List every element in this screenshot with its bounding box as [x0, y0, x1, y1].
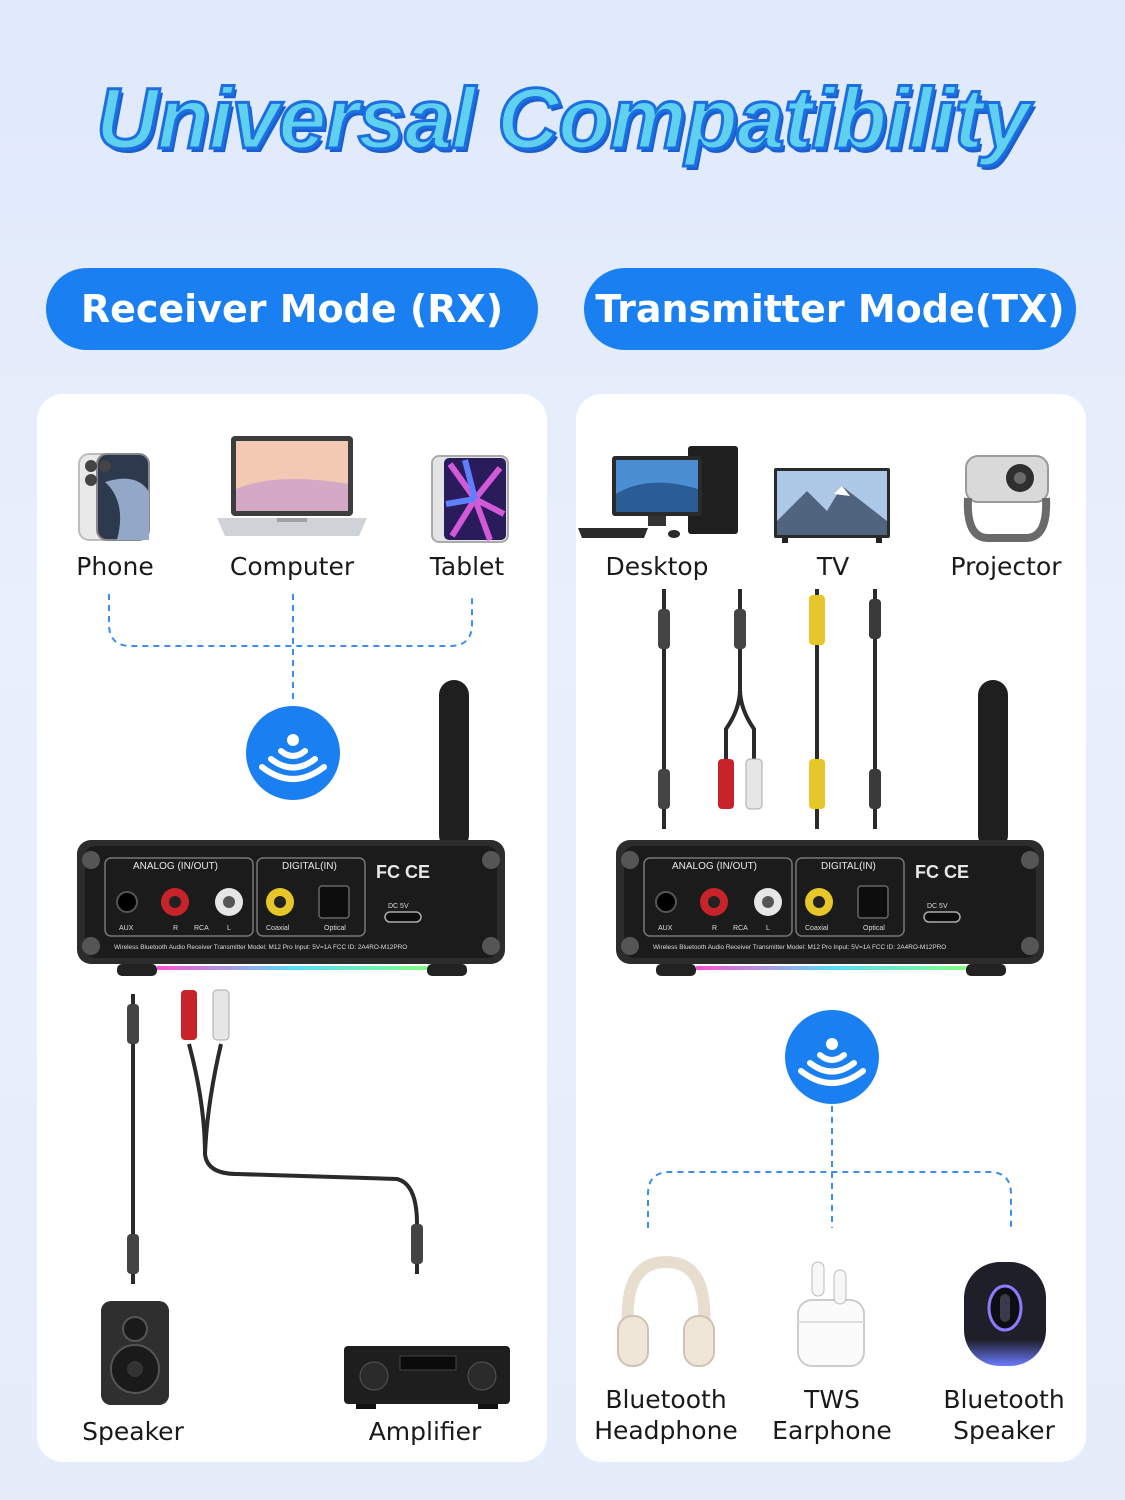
device-digital-label: DIGITAL(IN) [821, 861, 876, 872]
receiver-mode-badge: Receiver Mode (RX) [46, 268, 538, 350]
output-label-speaker: Speaker [82, 1417, 184, 1446]
tablet-image [431, 455, 509, 543]
amplifier-image [344, 1346, 510, 1409]
headphone-image [617, 1255, 715, 1367]
device-cert-mark: FC CE [376, 862, 430, 882]
source-connector-lines [108, 594, 473, 704]
output-label-headphone-line1: Bluetooth [605, 1385, 727, 1414]
output-label-headphone-line2: Headphone [594, 1416, 738, 1445]
bluetooth-wave-icon [785, 1010, 879, 1104]
desktop-image [578, 446, 738, 538]
input-cables [658, 589, 881, 829]
source-label-computer: Computer [229, 552, 355, 581]
page-title: Universal Compatibility [95, 70, 1032, 169]
output-label-tws-line2: Earphone [772, 1416, 892, 1445]
device-r-label: R [173, 925, 179, 932]
device-l-label: L [227, 925, 231, 932]
source-label-tablet: Tablet [429, 552, 505, 581]
bluetooth-device-image [616, 680, 1044, 976]
source-label-phone: Phone [76, 552, 154, 581]
device-dc-label: DC 5V [388, 903, 409, 910]
output-label-tws-line1: TWS [804, 1385, 860, 1414]
device-optical-label: Optical [324, 925, 346, 932]
device-aux-label: AUX [658, 925, 673, 932]
device-coaxial-label: Coaxial [266, 925, 290, 932]
transmitter-mode-badge: Transmitter Mode(TX) [584, 268, 1076, 350]
device-r-label: R [712, 925, 718, 932]
device-aux-label: AUX [119, 925, 134, 932]
device-rca-label: RCA [733, 925, 748, 932]
output-label-bt-speaker-line1: Bluetooth [943, 1385, 1065, 1414]
source-label-desktop: Desktop [605, 552, 709, 581]
bluetooth-speaker-image [964, 1262, 1046, 1366]
device-dc-label: DC 5V [927, 903, 948, 910]
device-footer-text: Wireless Bluetooth Audio Receiver Transm… [114, 944, 408, 951]
source-label-projector: Projector [950, 552, 1062, 581]
output-cables [127, 989, 423, 1284]
device-cert-mark: FC CE [915, 862, 969, 882]
device-footer-text: Wireless Bluetooth Audio Receiver Transm… [653, 944, 947, 951]
source-label-tv: TV [816, 552, 850, 581]
computer-image [217, 436, 367, 536]
device-l-label: L [766, 925, 770, 932]
receiver-mode-panel: Phone Computer Tablet [37, 394, 547, 1462]
output-connector-lines [647, 1106, 1012, 1228]
bluetooth-wave-icon [246, 706, 340, 800]
transmitter-mode-panel: Desktop TV Projector [576, 394, 1086, 1462]
device-digital-label: DIGITAL(IN) [282, 861, 337, 872]
earphone-image [797, 1261, 865, 1367]
projector-image [963, 455, 1051, 542]
phone-image [78, 453, 150, 541]
device-rca-label: RCA [194, 925, 209, 932]
device-coaxial-label: Coaxial [805, 925, 829, 932]
bluetooth-device-image [77, 680, 505, 976]
output-label-bt-speaker-line2: Speaker [953, 1416, 1055, 1445]
speaker-image [101, 1301, 169, 1405]
tv-image [774, 468, 890, 543]
device-analog-label: ANALOG (IN/OUT) [133, 861, 219, 872]
device-optical-label: Optical [863, 925, 885, 932]
output-label-amplifier: Amplifier [368, 1417, 482, 1446]
device-analog-label: ANALOG (IN/OUT) [672, 861, 758, 872]
